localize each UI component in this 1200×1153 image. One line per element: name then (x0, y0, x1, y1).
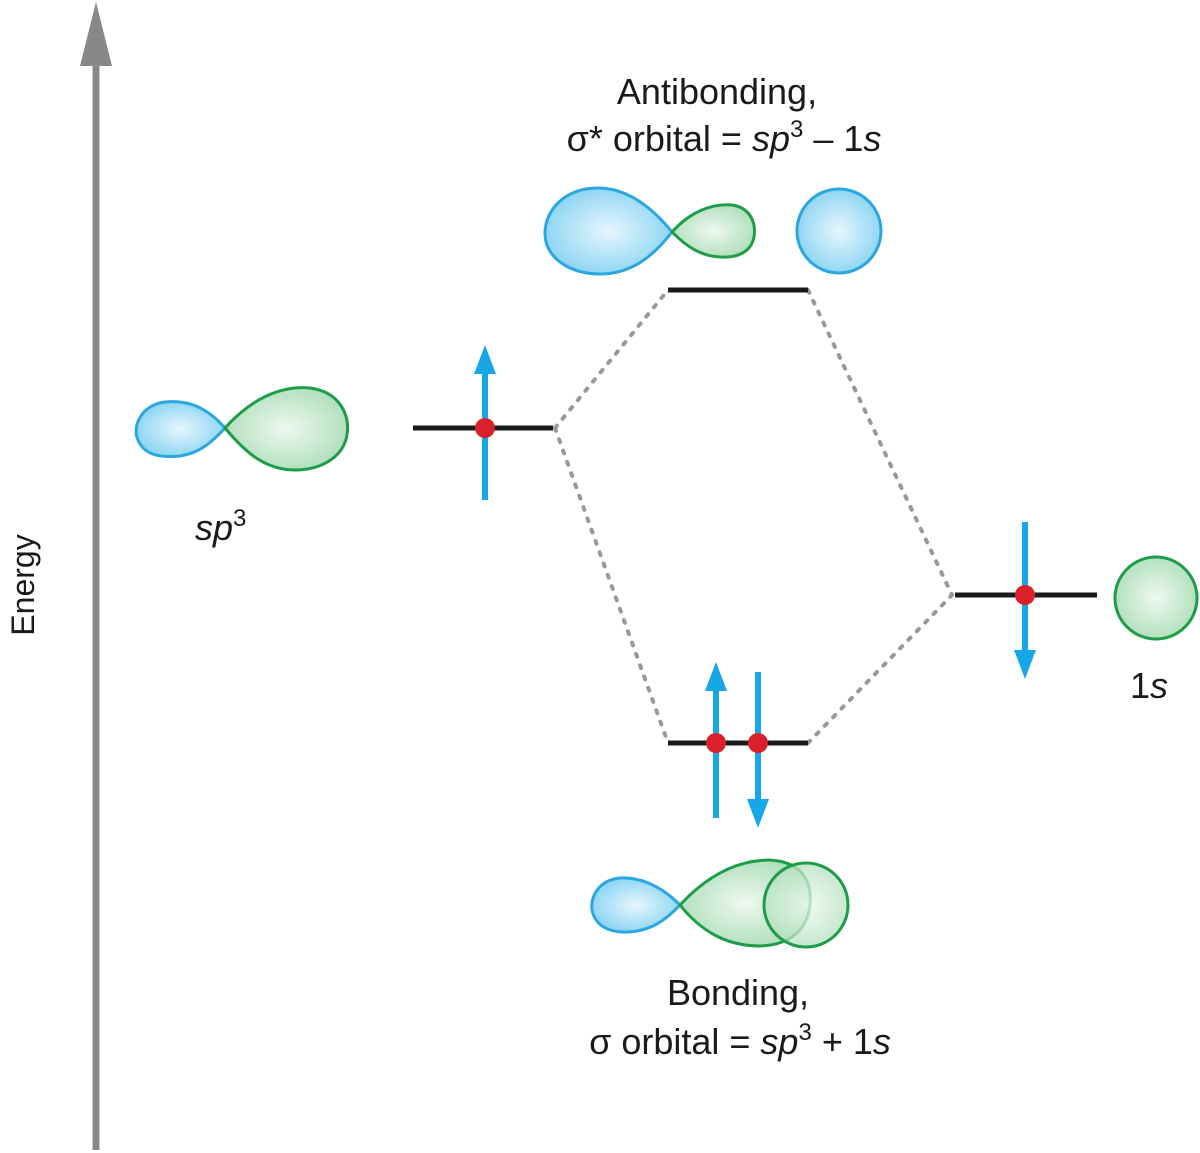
bonding-1s-sphere (762, 861, 850, 949)
connector-bonding-to-1s (806, 593, 954, 745)
antibonding-large-lobe (543, 186, 674, 276)
1s-sphere (1113, 555, 1199, 641)
sp3-large-lobe (223, 386, 350, 472)
bonding-small-lobe (590, 876, 683, 934)
connector-sp3-to-antibonding (553, 288, 670, 430)
1s-label: 1s (1130, 665, 1168, 706)
spin-down-arrowhead (1014, 650, 1036, 679)
spin-down-arrowhead (747, 799, 769, 828)
energy-axis-arrowhead (80, 2, 112, 66)
sp3-orbital: sp3 (134, 386, 350, 548)
energy-axis-label: Energy (5, 534, 41, 635)
antibonding-small-lobe (669, 203, 756, 259)
antibonding-title: Antibonding, (617, 71, 817, 112)
bonding-formula: σ orbital = sp3 + 1s (589, 1019, 891, 1062)
connector-lines (553, 288, 954, 745)
antibonding-label: Antibonding, σ* orbital = sp3 – 1s (567, 71, 882, 159)
electron-dot (748, 733, 768, 753)
spin-up-arrowhead (474, 345, 496, 374)
bonding-label: Bonding, σ orbital = sp3 + 1s (589, 972, 891, 1062)
bonding-electron-pair (705, 662, 769, 828)
antibonding-formula: σ* orbital = sp3 – 1s (567, 116, 882, 159)
connector-antibonding-to-1s (806, 288, 954, 597)
antibonding-1s-sphere (795, 187, 883, 275)
antibonding-orbital (543, 186, 883, 276)
sp3-electron (474, 345, 496, 500)
bonding-orbital (590, 858, 850, 949)
1s-electron (1014, 522, 1036, 679)
connector-sp3-to-bonding (553, 426, 670, 745)
1s-orbital: 1s (1113, 555, 1199, 706)
sp3-label: sp3 (195, 505, 246, 548)
energy-axis: Energy (5, 2, 112, 1150)
spin-up-arrowhead (705, 662, 727, 691)
bonding-title: Bonding, (667, 972, 809, 1013)
sp3-small-lobe (134, 400, 228, 459)
electron-dot (475, 418, 495, 438)
electron-dot (1015, 585, 1035, 605)
electron-dot (706, 733, 726, 753)
